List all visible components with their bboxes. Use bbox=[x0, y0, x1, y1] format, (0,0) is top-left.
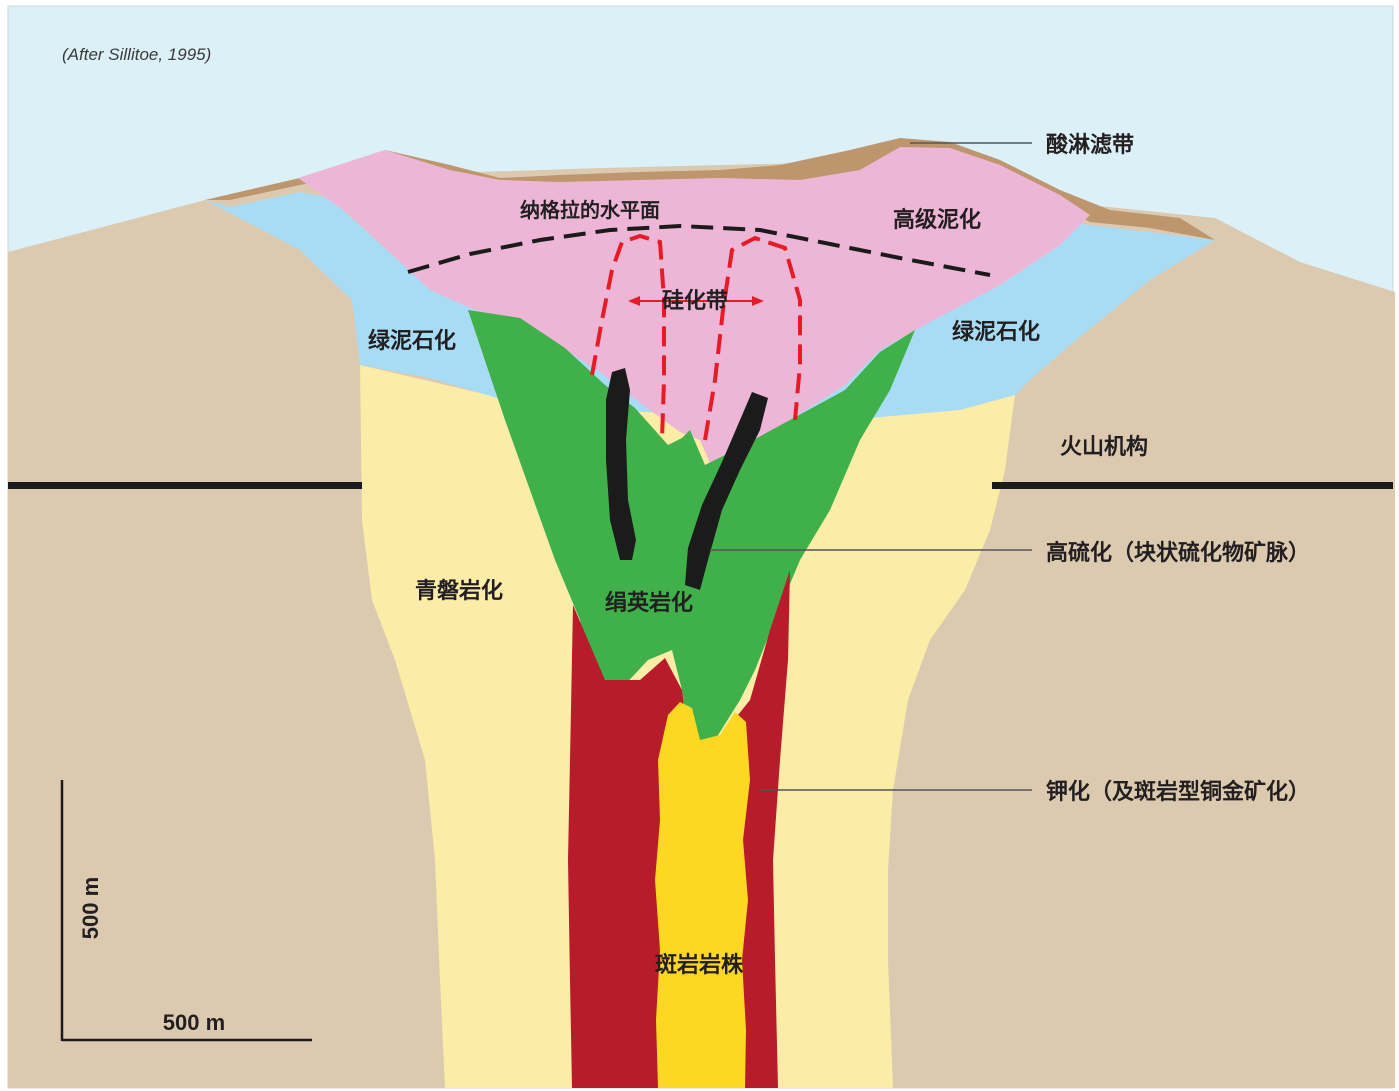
label-leached-cap: 酸淋滤带 bbox=[1046, 132, 1134, 158]
citation-text: (After Sillitoe, 1995) bbox=[62, 45, 211, 64]
porphyry-stock bbox=[655, 702, 750, 1088]
label-volcanic-edifice: 火山机构 bbox=[1060, 434, 1148, 460]
label-propylitic-left: 绿泥石化 bbox=[368, 328, 456, 354]
label-paleo-water-table: 纳格拉的水平面 bbox=[520, 198, 660, 222]
label-sericitic: 青磐岩化 bbox=[415, 578, 503, 604]
label-advanced-argillic: 高级泥化 bbox=[893, 207, 981, 233]
scale-bar-horizontal-label: 500 m bbox=[163, 1010, 225, 1035]
label-phyllic: 绢英岩化 bbox=[605, 590, 693, 616]
label-propylitic-right: 绿泥石化 bbox=[952, 319, 1040, 345]
label-potassic: 钾化（及斑岩型铜金矿化） bbox=[1046, 779, 1310, 805]
volcanic-edifice-base-left bbox=[8, 482, 362, 489]
label-silicic-zone: 硅化带 bbox=[662, 288, 728, 314]
scale-bar-vertical-label: 500 m bbox=[78, 877, 103, 939]
volcanic-edifice-base-right bbox=[992, 482, 1393, 489]
label-high-sulfidation: 高硫化（块状硫化物矿脉） bbox=[1046, 540, 1310, 566]
label-porphyry-stock: 斑岩岩株 bbox=[655, 953, 744, 978]
